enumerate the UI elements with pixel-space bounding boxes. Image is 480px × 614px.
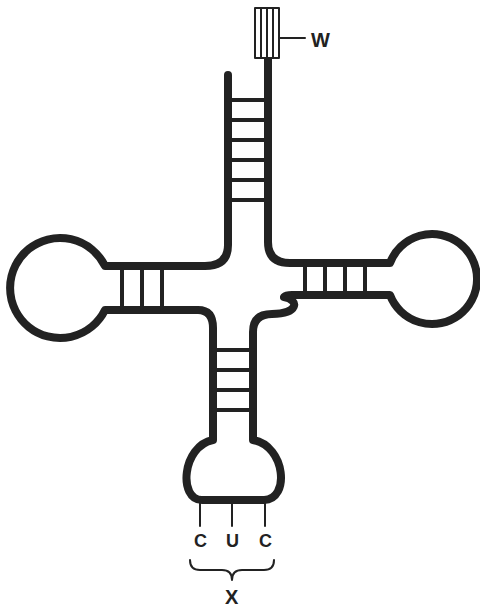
base-letter: U <box>226 532 239 550</box>
attachment-site-box <box>255 8 279 58</box>
attachment-site-lines <box>261 8 273 58</box>
base-pairs <box>122 100 365 410</box>
base-letter: C <box>259 532 272 550</box>
anticodon-label: X <box>225 587 238 607</box>
trna-backbone <box>10 58 477 500</box>
base-ticks <box>200 500 265 526</box>
brace <box>190 560 274 580</box>
site-label: W <box>311 30 330 50</box>
base-letter: C <box>194 532 207 550</box>
leader-line <box>279 37 305 39</box>
